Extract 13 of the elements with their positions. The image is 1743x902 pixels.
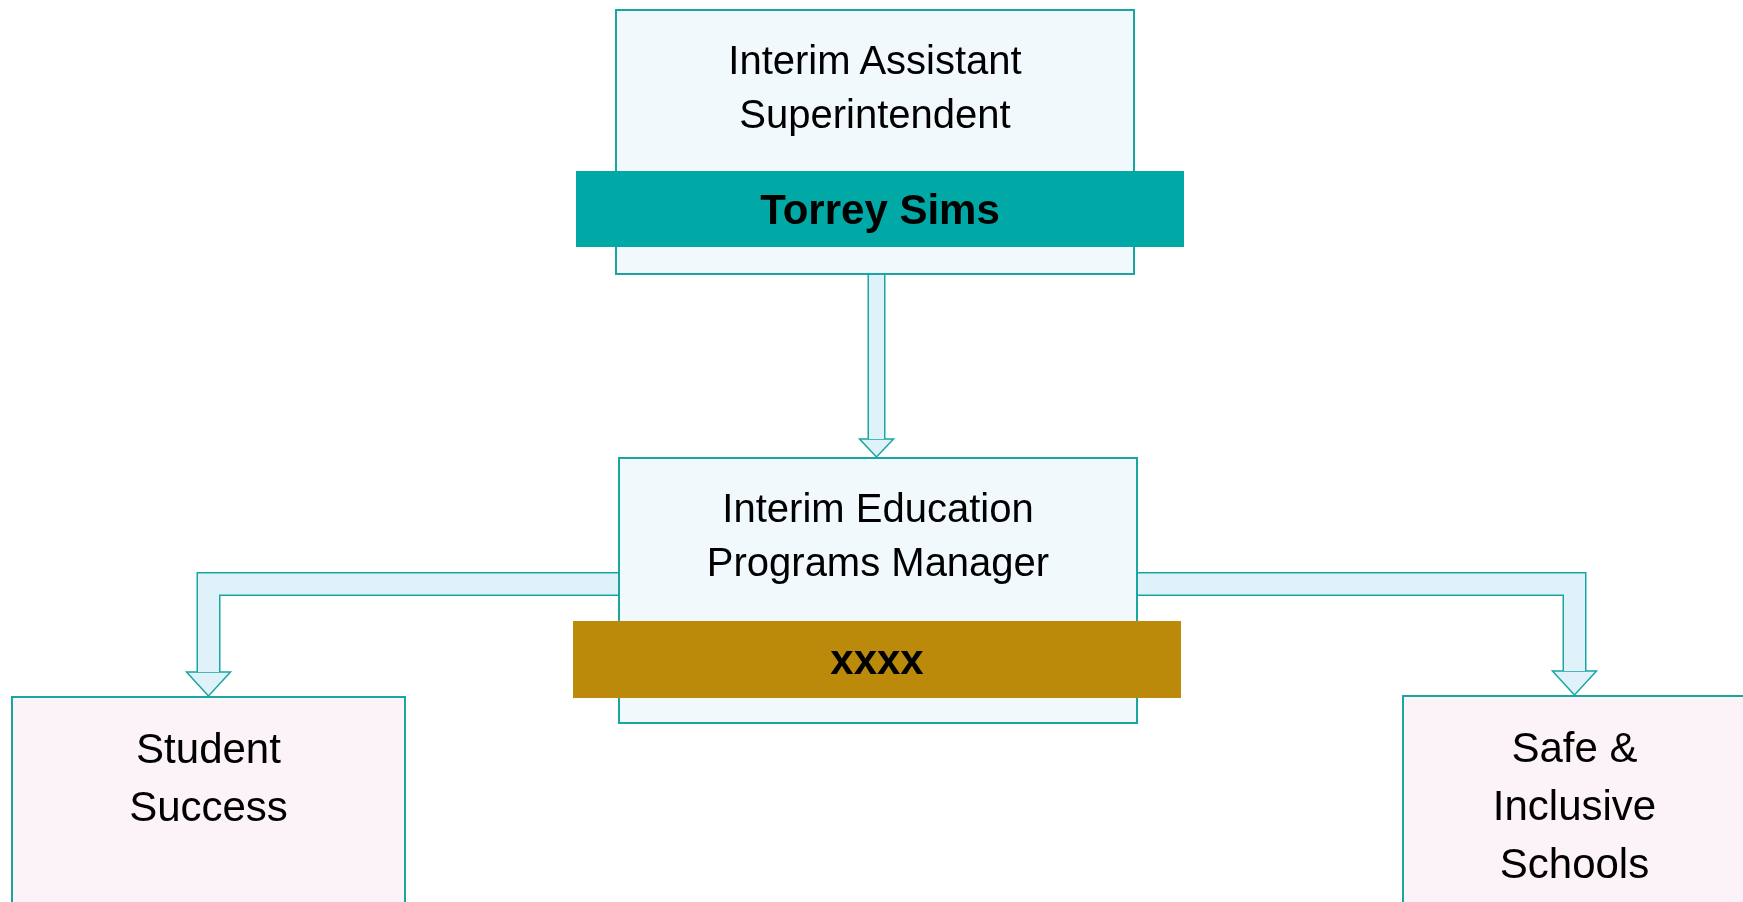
node-label: Interim Education Programs Manager <box>705 485 1051 586</box>
name-bar <box>573 621 1181 698</box>
block-arrow <box>184 572 618 698</box>
department-box <box>1402 695 1743 902</box>
block-arrow <box>1138 572 1599 697</box>
block-arrow <box>857 275 896 459</box>
name-bar <box>576 171 1184 247</box>
node-label: Torrey Sims <box>760 184 1000 235</box>
department-box <box>11 696 406 902</box>
node-label: Student Success <box>128 724 289 832</box>
node-label: Safe & Inclusive Schools <box>1491 723 1658 889</box>
node-label: xxxx <box>830 635 924 685</box>
node-label: Interim Assistant Superintendent <box>727 37 1023 138</box>
